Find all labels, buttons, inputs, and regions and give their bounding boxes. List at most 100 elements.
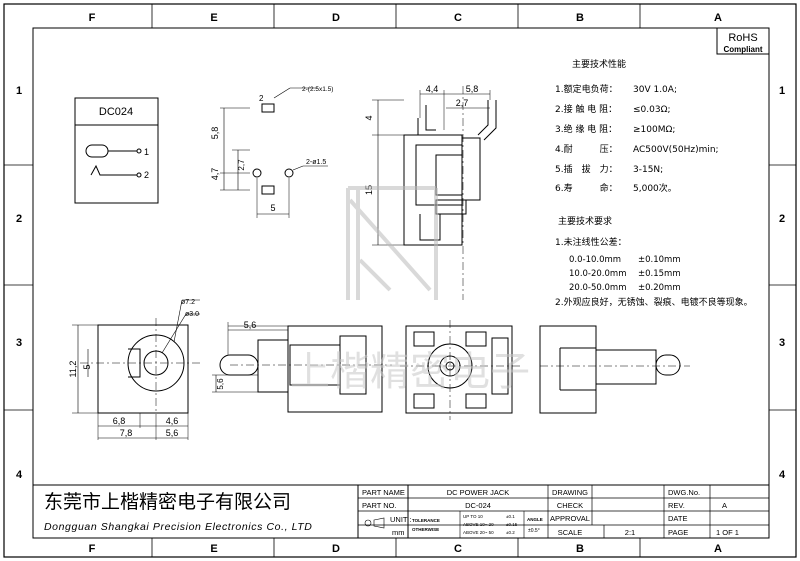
dim-front-5: 5 xyxy=(82,364,92,369)
tol-value-2: ±0.15mm xyxy=(638,269,681,279)
zone-col-f-bottom: F xyxy=(89,543,96,555)
projection-symbol-icon xyxy=(364,519,372,527)
title-block: 东莞市上楷精密电子有限公司 Dongguan Shangkai Precisio… xyxy=(33,484,769,538)
pin-1-label: 1 xyxy=(144,147,149,157)
reqs-item-2: 2.外观应良好，无锈蚀、裂痕、电镀不良等现象。 xyxy=(555,296,753,308)
tol-range-3: 20.0-50.0mm xyxy=(569,283,626,293)
pad-note-size: 2-(2.5x1.5) xyxy=(302,86,333,93)
spec-label-2: 2.接 触 电 阻： xyxy=(555,103,617,115)
zone-col-f: F xyxy=(89,12,96,24)
dim-pad-2-7: 2,7 xyxy=(237,159,246,171)
tol-row-1-val: ±0.1 xyxy=(506,514,515,519)
tol-row-1-range: UP TO 10 xyxy=(463,514,483,519)
watermark-logo xyxy=(346,186,438,300)
zone-row-3: 3 xyxy=(16,337,22,349)
model-schematic: DC024 1 2 xyxy=(74,97,159,204)
zone-col-b-bottom: B xyxy=(576,543,584,555)
tol-row-3-val: ±0.2 xyxy=(506,530,515,535)
tol-value-3: ±0.20mm xyxy=(638,283,681,293)
tol-range-1: 0.0-10.0mm xyxy=(569,255,621,265)
spec-label-3: 3.绝 缘 电 阻： xyxy=(555,123,617,135)
specs-title: 主要技术性能 xyxy=(572,58,626,70)
outer-frame xyxy=(3,3,797,558)
zone-row-1: 1 xyxy=(16,85,22,97)
dim-top-4-4: 4,4 xyxy=(426,84,439,94)
dim-pad-5-8: 5,8 xyxy=(210,127,220,140)
spec-value-5: 3-15N; xyxy=(633,165,663,175)
check-label: CHECK xyxy=(557,501,583,510)
spec-value-4: AC500V(50Hz)min; xyxy=(633,145,719,155)
spec-label-6: 6.寿 命： xyxy=(555,182,618,194)
pad-number: 2 xyxy=(259,94,264,103)
part-no-label: PART NO. xyxy=(362,501,397,510)
rev-value: A xyxy=(722,501,727,510)
dim-front-d30: ø3.0 xyxy=(185,311,199,318)
tol-range-2: 10.0-20.0mm xyxy=(569,269,626,279)
zone-row-1-right: 1 xyxy=(779,85,785,97)
angle-label: ANGLE xyxy=(527,517,543,522)
specs-block: 主要技术性能 1.额定电负荷： 30V 1.0A; 2.接 触 电 阻： ≤0.… xyxy=(555,58,753,308)
zone-col-a: A xyxy=(714,12,722,24)
spec-label-4: 4.耐 压： xyxy=(555,143,618,155)
side-view: 5,6 5,6 xyxy=(212,320,392,413)
spec-value-6: 5,000次。 xyxy=(633,182,677,194)
dim-top-4: 4 xyxy=(364,115,374,120)
otherwise-label: OTHERWISE xyxy=(412,527,439,532)
pcb-pad-layout: 2-(2.5x1.5) 2 2-ø1.5 5,8 4,7 2,7 5 xyxy=(210,86,333,218)
tol-row-2-range: ABOVE 10~ 20 xyxy=(463,522,494,527)
zone-row-2: 2 xyxy=(16,213,22,225)
company-name-cn: 东莞市上楷精密电子有限公司 xyxy=(44,491,291,513)
tol-row-2-val: ±0.15 xyxy=(506,522,518,527)
zone-col-c-bottom: C xyxy=(454,543,462,555)
dim-pad-5: 5 xyxy=(270,203,275,213)
front-view: ø7.2 ø3.0 11,2 5 6,8 4,6 7,8 5,6 xyxy=(68,299,200,440)
part-name-value: DC POWER JACK xyxy=(447,488,510,497)
approval-label: APPROVAL xyxy=(550,514,590,523)
dim-front-7-8: 7,8 xyxy=(120,428,133,438)
zone-row-2-right: 2 xyxy=(779,213,785,225)
scale-label: SCALE xyxy=(558,528,583,537)
spec-value-1: 30V 1.0A; xyxy=(633,85,677,95)
rohs-compliant: Compliant xyxy=(723,45,762,54)
date-label: DATE xyxy=(668,514,687,523)
inner-frame xyxy=(32,27,770,539)
dim-front-11-2: 11,2 xyxy=(68,361,78,378)
pad-note-hole: 2-ø1.5 xyxy=(306,159,326,166)
rev-label: REV. xyxy=(668,501,685,510)
company-name-en: Dongguan Shangkai Precision Electronics … xyxy=(44,521,312,533)
spec-label-5: 5.插 拔 力： xyxy=(555,163,618,175)
tol-value-1: ±0.10mm xyxy=(638,255,681,265)
unit-label: UNIT : xyxy=(390,515,412,524)
dim-top-2-7: 2,7 xyxy=(456,98,469,108)
zone-col-d-bottom: D xyxy=(332,543,340,555)
rohs-label: RoHS xyxy=(728,32,757,44)
dim-front-d72: ø7.2 xyxy=(181,299,195,306)
zone-col-a-bottom: A xyxy=(714,543,722,555)
pin-2-label: 2 xyxy=(144,170,149,180)
rear-view xyxy=(400,320,520,420)
tolerance-label: TOLERANCE xyxy=(412,518,440,523)
zone-row-3-right: 3 xyxy=(779,337,785,349)
zone-col-d: D xyxy=(332,12,340,24)
zone-col-e: E xyxy=(210,12,217,24)
drawing-label: DRAWING xyxy=(552,488,588,497)
spec-value-2: ≤0.03Ω; xyxy=(633,105,671,115)
dim-side-5-6: 5,6 xyxy=(244,320,257,330)
spec-value-3: ≥100MΩ; xyxy=(633,125,675,135)
dim-front-5-6: 5,6 xyxy=(166,428,179,438)
reqs-title: 主要技术要求 xyxy=(558,215,612,227)
dim-top-5-8: 5,8 xyxy=(466,84,479,94)
dim-side-h: 5,6 xyxy=(216,378,225,390)
part-no-value: DC-024 xyxy=(465,501,491,510)
dim-front-4-6: 4,6 xyxy=(166,416,179,426)
part-name-label: PART NAME xyxy=(362,488,405,497)
page-label: PAGE xyxy=(668,528,688,537)
model-label: DC024 xyxy=(99,106,133,118)
tol-row-3-range: ABOVE 20~ 50 xyxy=(463,530,494,535)
zone-col-c: C xyxy=(454,12,462,24)
reqs-item-1: 1.未注线性公差： xyxy=(555,236,627,248)
side-view-top: 4,4 5,8 2,7 4 15 xyxy=(364,84,497,300)
watermark-text: 上楷精密电子 xyxy=(290,349,530,395)
zone-row-4: 4 xyxy=(16,469,23,481)
right-view xyxy=(539,325,690,414)
